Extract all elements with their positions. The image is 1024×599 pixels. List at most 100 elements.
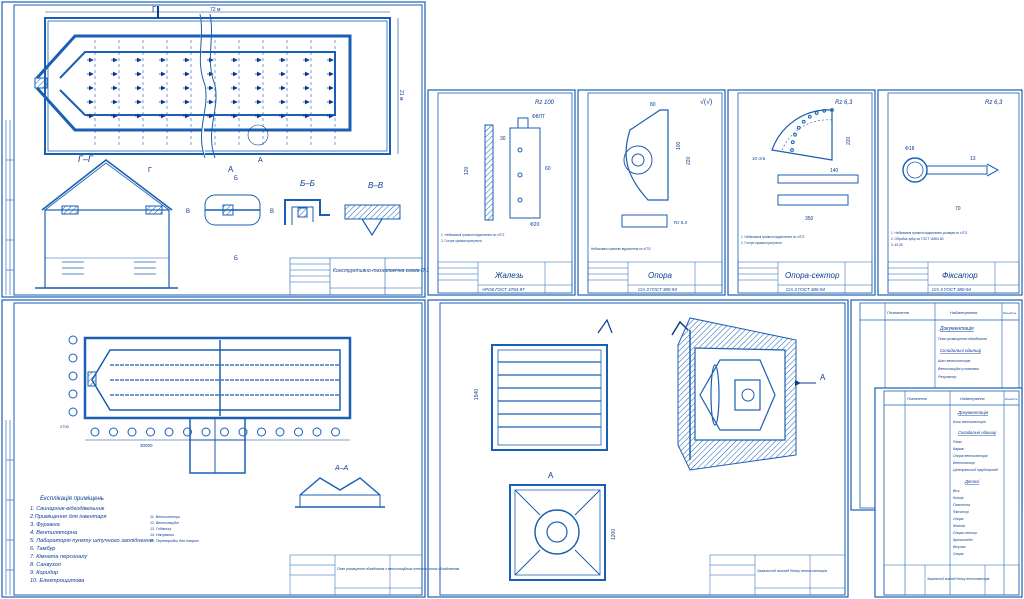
sector-hole: [796, 125, 801, 130]
sheet-2: Rz 100 Ф8ЛТ 120 30 60 Ф20 1. Небазовані …: [427, 89, 576, 296]
sheet5-note-3: 3. 45.35: [891, 243, 903, 247]
sheet9-part-row: Втулка: [953, 545, 966, 549]
legend-list: 1. Свинарник-відгодівельник 2.Приміщення…: [29, 506, 153, 584]
plan-dim-total: 30000: [140, 443, 153, 448]
view-a-title: А: [548, 471, 554, 480]
axis-bubble: [331, 427, 340, 437]
sheet9-part-row: Кронштейн: [953, 538, 973, 542]
sheet-9: Позначення Найменування Кількість Докуме…: [874, 387, 1023, 598]
sheet4-note-2: 2. Гостре кромки притупити: [741, 241, 782, 245]
sheet5-dim-1: Ф18: [905, 146, 915, 152]
cut-mark-g-section: Г: [148, 167, 152, 174]
plan-dim-small: 2700: [60, 424, 70, 429]
sheet8-header-2: Найменування: [950, 310, 978, 315]
sheet9-part-row: Жалюзі: [952, 524, 965, 528]
axis-bubble: [68, 353, 78, 363]
sheet9-header-1: Позначення: [907, 397, 927, 401]
sheet5-dim-2: 70: [955, 206, 961, 212]
axis-bubble: [109, 427, 118, 437]
section-gg-label: Г–Г: [78, 154, 94, 164]
sheet9-asm-row: Центральний трубопровід: [953, 468, 998, 472]
sheet9-header-3: Кількість: [1005, 397, 1018, 401]
sheet4-dim-2: 350: [805, 216, 814, 222]
legend-item: 13. Годівниці: [150, 527, 171, 531]
sheet3-note-1: Небазовані граничні відхилення по ±IT/2: [591, 247, 651, 251]
sheet2-roughness: Rz 100: [535, 100, 555, 106]
sheet9-title: Загальний вигляд блоку вентиляторів: [927, 577, 990, 581]
legend-item: 4. Вентиляторна: [30, 530, 77, 536]
sheet9-doc-item: Блок вентиляторів: [953, 420, 986, 424]
sheet3-dim-4: Rz 6.3: [674, 220, 688, 225]
sheet2-dim-3: 60: [545, 166, 551, 172]
axis-bubble: [146, 427, 155, 437]
cut-mark-b-top: Б: [234, 176, 238, 182]
sector-hole: [830, 108, 834, 112]
axis-bubble: [68, 389, 78, 399]
cut-mark-b-bottom: Б: [234, 256, 238, 262]
axis-bubble: [220, 427, 229, 437]
sheet5-title: Фіксатор: [942, 271, 978, 280]
sector-hole: [801, 119, 806, 124]
sheet6-title: План розміщення обладнання з вентиляційн…: [337, 567, 460, 571]
legend-item: 8. Санвузол: [30, 562, 62, 568]
axis-bubble: [68, 335, 78, 345]
sheet9-asm-row: Вентилятор: [953, 461, 975, 465]
axis-bubble: [68, 371, 78, 381]
legend-item: 10. Електрощитова: [30, 578, 84, 584]
sheet-6: 30000 2700 А–А Експлікація приміщень 1. …: [1, 299, 460, 598]
sheet5-dim-3: 13: [970, 156, 976, 162]
legend-item: 2.Приміщення для інвентаря: [29, 514, 106, 520]
sheet5-note-2: 2. Обробка зубці по ГОСТ 16304-80: [891, 237, 944, 241]
sheet7-dim-right: 1200: [611, 529, 617, 540]
sheet3-dim-3: 220: [686, 156, 692, 165]
sheet7-title: Загальний вигляд блоку вентиляторів: [757, 569, 827, 573]
sheet-5: Rz 6,3 Ф18 70 13 1. Небазовані граничні …: [877, 89, 1023, 296]
sheet9-asm-row: Опора вентилятора: [953, 454, 988, 458]
sheet4-title: Опора-сектор: [785, 271, 840, 280]
sheet8-row: Регулятор: [938, 375, 956, 379]
axis-bubble: [90, 427, 100, 437]
sheet2-material: АРО6 ГОСТ 4784-97: [481, 287, 525, 292]
axis-bubble: [127, 427, 137, 437]
sheet9-asm-row: Каркас: [953, 447, 965, 451]
axis-bubble: [164, 427, 174, 437]
sector-hole: [822, 108, 827, 113]
sheet2-title: Жалезь: [494, 271, 524, 280]
view-a-arrow-label: А: [820, 373, 826, 382]
sheet3-dim-1: 80: [650, 102, 656, 108]
cut-mark-v-right: В: [270, 209, 274, 215]
legend-item: 3. Фуражна: [30, 522, 60, 528]
section-aa-label: А–А: [334, 465, 349, 472]
sheet1-title: Конструктивно-технологічна схема П-1: [333, 268, 429, 274]
axis-bubble: [68, 407, 78, 417]
legend-item: 14. Напувалки: [150, 533, 174, 537]
axis-bubble: [312, 427, 322, 437]
sheet3-dim-2: 100: [676, 141, 682, 150]
sheet8-header-3: Кількість: [1003, 311, 1017, 315]
sheet-7: 1540 А А 1200 Загальний вигляд блоку вен…: [427, 299, 849, 598]
sheet8-doc-label: Документація: [939, 326, 974, 332]
sheet9-part-row: Опора-сектор: [953, 531, 977, 535]
sheet9-asm-label: Складальні одиниці: [958, 430, 997, 435]
plan-width-dim: 72 м: [210, 7, 221, 13]
view-vv-label: В–В: [368, 181, 384, 190]
sector-hole: [814, 111, 819, 115]
sheet4-roughness: Rz 6,3: [835, 100, 853, 106]
sheet2-dim-4: Ф20: [530, 222, 540, 228]
sheet7-dim-left: 1540: [474, 389, 480, 400]
sheet9-part-row: Кільце: [953, 496, 964, 500]
sheet8-header-1: Позначення: [887, 310, 910, 315]
legend-item: 7. Кімната персоналу: [30, 554, 88, 560]
axis-bubble: [183, 427, 192, 437]
sheet-4: Rz 6,3 220 350 140 10 отв 1. Небазовані …: [727, 89, 876, 296]
sheet4-dim-1: 220: [846, 136, 852, 145]
sheet-3: √(√) 80 100 220 Rz 6.3 Небазовані гранич…: [577, 89, 726, 296]
cut-mark-g-top: Г: [152, 5, 157, 14]
plan-height-dim: 21 м: [398, 90, 404, 101]
axis-bubble: [238, 427, 248, 437]
sector-hole: [790, 140, 795, 145]
legend-item: 6. Тамбур: [30, 546, 55, 552]
sheet9-asm-list: Рама Каркас Опора вентилятора Вентилятор…: [953, 440, 998, 472]
sheet9-asm-row: Рама: [953, 440, 962, 444]
